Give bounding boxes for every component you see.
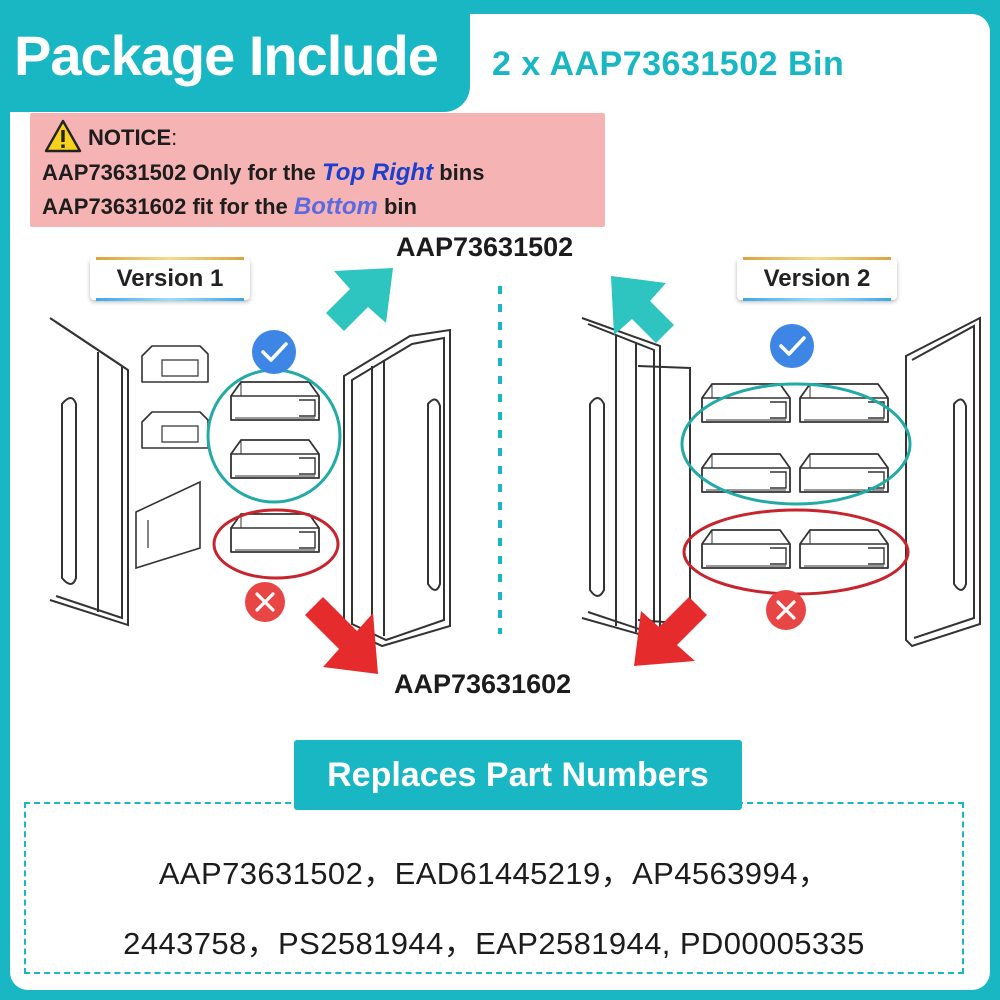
notice-emphasis-bottom: Bottom <box>293 193 378 220</box>
page-title: Package Include <box>14 24 439 87</box>
version-1-badge: Version 1 <box>90 257 250 301</box>
notice-text: bin <box>377 194 417 219</box>
bottom-bin-part-label: AAP73631602 <box>394 669 572 699</box>
notice-text: AAP73631602 fit for the <box>42 194 294 219</box>
notice-text: AAP73631502 Only for the <box>42 160 323 185</box>
notice-colon: : <box>171 125 178 150</box>
notice-box: NOTICE: AAP73631502 Only for the Top Rig… <box>30 113 605 227</box>
replaces-title: Replaces Part Numbers <box>294 740 742 810</box>
notice-emphasis-top-right: Top Right <box>322 159 434 186</box>
part-numbers-box: AAP73631502，EAD61445219，AP4563994， 24437… <box>24 802 964 974</box>
warning-triangle-icon <box>44 119 82 153</box>
version-2-badge: Version 2 <box>737 257 897 301</box>
notice-heading: NOTICE: <box>88 125 177 151</box>
part-numbers-line-2: 2443758，PS2581944，EAP2581944, PD00005335 <box>123 926 865 961</box>
notice-line-bottom: AAP73631602 fit for the Bottom bin <box>42 193 417 221</box>
notice-label: NOTICE <box>88 125 172 150</box>
notice-text: bins <box>433 160 485 185</box>
notice-line-top: AAP73631502 Only for the Top Right bins <box>42 159 484 187</box>
header-tab: Package Include <box>0 0 470 112</box>
package-contents: 2 x AAP73631502 Bin <box>492 45 845 83</box>
top-bin-part-label: AAP73631502 <box>396 232 574 262</box>
part-numbers-line-1: AAP73631502，EAD61445219，AP4563994， <box>158 856 830 891</box>
